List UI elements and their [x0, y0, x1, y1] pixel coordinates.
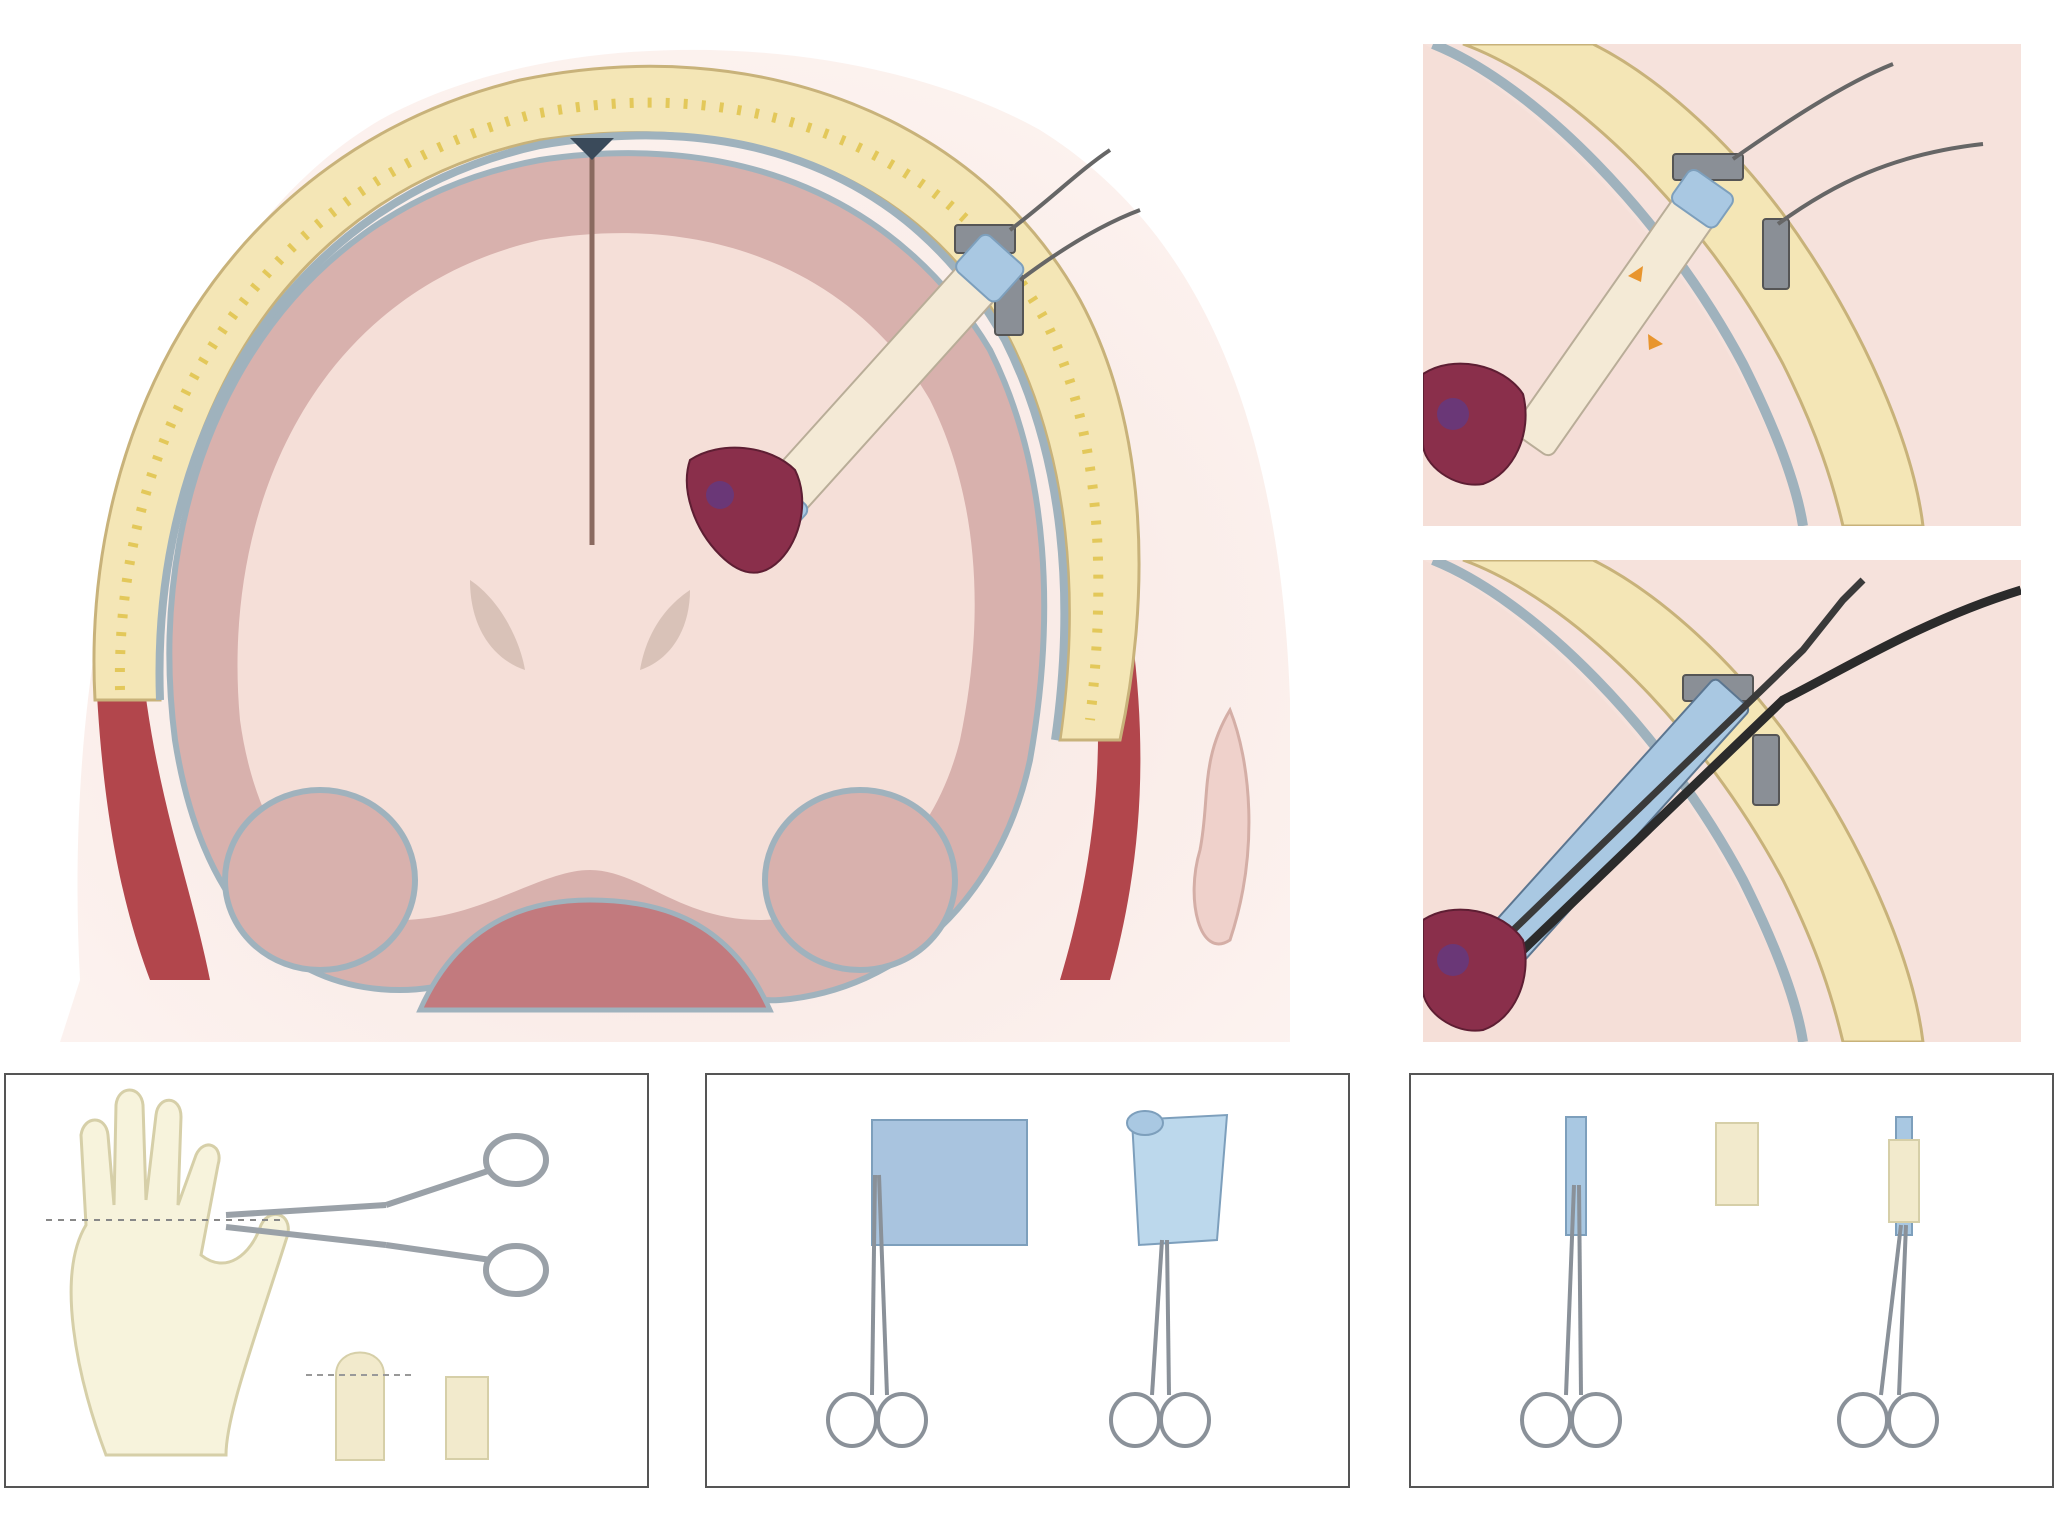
hemostat-icon	[1837, 1224, 1939, 1448]
skull-bone	[92, 64, 1141, 742]
hemostat-icon	[1109, 1239, 1211, 1448]
step-box-sheet-rolling	[705, 1073, 1350, 1488]
glove-icon	[69, 1088, 290, 1457]
dura	[155, 131, 1069, 741]
sphenoid-sinus	[416, 897, 774, 1013]
scissors-icon	[225, 1133, 549, 1297]
lateral-ventricle-left	[470, 580, 525, 670]
temporal-muscle-left	[95, 640, 210, 980]
finger-cot-icon	[306, 1351, 416, 1461]
suction-instrument	[1500, 577, 1866, 943]
tumor	[685, 446, 804, 574]
rotation-arrow-icon	[1628, 266, 1643, 282]
cream-sleeve-icon	[1715, 1122, 1759, 1206]
superior-sagittal-sinus	[570, 138, 614, 160]
dura	[1431, 560, 1808, 1042]
resection-inset	[1423, 560, 2021, 1042]
ear	[1192, 706, 1251, 946]
assembled-retractor-icon	[1888, 1116, 1920, 1236]
step-box-glove-cutting	[4, 1073, 649, 1488]
temporal-lobe-right	[762, 787, 958, 973]
tumor	[1423, 908, 1527, 1032]
hemostat-icon	[1520, 1184, 1622, 1448]
skull-bone	[1462, 560, 1925, 1042]
skull-bone	[1462, 44, 1925, 526]
lateral-ventricle-right	[640, 590, 690, 670]
dura	[1431, 44, 1808, 526]
tumor	[1423, 362, 1527, 486]
temporal-lobe-left	[222, 787, 418, 973]
rolled-sheet-icon	[1126, 1110, 1229, 1247]
tubular-retractor	[1512, 169, 1734, 457]
blue-sheet-icon	[871, 1119, 1028, 1246]
hemostat-icon	[826, 1174, 928, 1448]
rotation-arrow-icon	[1648, 334, 1663, 350]
coronal-brain-illustration	[0, 0, 1290, 1042]
retractor-insertion-inset	[1423, 44, 2021, 526]
brain-white-matter	[237, 233, 975, 920]
bipolar-forceps	[1519, 585, 2021, 954]
step-box-assembly	[1409, 1073, 2054, 1488]
scalp-retractor	[1672, 62, 1984, 290]
tube-segment-icon	[445, 1376, 489, 1460]
blue-tube-icon	[1565, 1116, 1587, 1236]
